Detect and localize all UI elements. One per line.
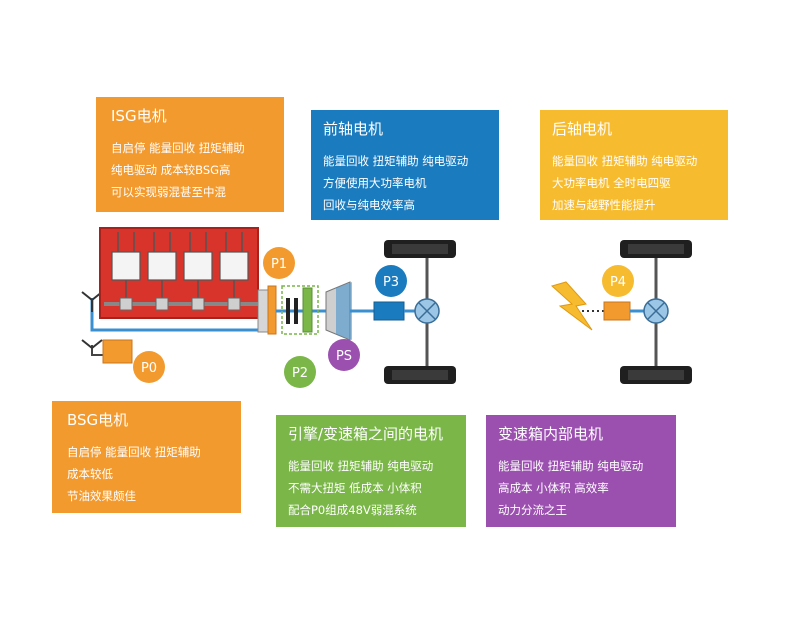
box-line: 成本较低 bbox=[67, 467, 113, 481]
front-axle-motor-box: 前轴电机 能量回收 扭矩辅助 纯电驱动 方便使用大功率电机 回收与纯电效率高 bbox=[311, 110, 499, 220]
box-line: 可以实现弱混甚至中混 bbox=[111, 185, 226, 199]
engine-gearbox-motor-box: 引擎/变速箱之间的电机 能量回收 扭矩辅助 纯电驱动 不需大扭矩 低成本 小体积… bbox=[276, 415, 466, 527]
box-title: ISG电机 bbox=[111, 107, 167, 125]
svg-text:P4: P4 bbox=[610, 275, 626, 290]
box-title: 前轴电机 bbox=[323, 120, 384, 138]
box-line: 加速与越野性能提升 bbox=[552, 198, 656, 212]
box-line: 节油效果颇佳 bbox=[67, 489, 136, 503]
box-line: 高成本 小体积 高效率 bbox=[498, 481, 609, 495]
p4-marker: P4 bbox=[602, 265, 634, 297]
svg-text:P0: P0 bbox=[141, 361, 157, 376]
box-line: 能量回收 扭矩辅助 纯电驱动 bbox=[552, 154, 698, 168]
box-line: 方便使用大功率电机 bbox=[323, 176, 427, 190]
box-line: 动力分流之王 bbox=[498, 503, 567, 517]
rear-axle-motor-box: 后轴电机 能量回收 扭矩辅助 纯电驱动 大功率电机 全时电四驱 加速与越野性能提… bbox=[540, 110, 728, 220]
box-title: BSG电机 bbox=[67, 411, 129, 429]
lightning-icon bbox=[550, 281, 593, 331]
box-line: 能量回收 扭矩辅助 纯电驱动 bbox=[288, 459, 434, 473]
svg-text:P1: P1 bbox=[271, 257, 287, 272]
svg-text:P2: P2 bbox=[292, 366, 308, 381]
bsg-motor-box: BSG电机 自启停 能量回收 扭矩辅助 成本较低 节油效果颇佳 bbox=[52, 401, 241, 513]
p3-marker: P3 bbox=[375, 265, 407, 297]
p0-marker: P0 bbox=[133, 351, 165, 383]
box-line: 能量回收 扭矩辅助 纯电驱动 bbox=[498, 459, 644, 473]
engine-block bbox=[99, 227, 259, 319]
box-line: 自启停 能量回收 扭矩辅助 bbox=[67, 445, 201, 459]
box-title: 后轴电机 bbox=[552, 120, 613, 138]
box-line: 不需大扭矩 低成本 小体积 bbox=[288, 481, 422, 495]
box-title: 变速箱内部电机 bbox=[498, 425, 604, 443]
svg-text:P3: P3 bbox=[383, 275, 399, 290]
front-axle bbox=[373, 240, 456, 384]
rear-axle bbox=[582, 240, 692, 384]
box-line: 回收与纯电效率高 bbox=[323, 198, 415, 212]
p0-belt-drive bbox=[81, 291, 258, 364]
ps-marker: PS bbox=[328, 339, 360, 371]
box-line: 纯电驱动 成本较BSG高 bbox=[111, 163, 231, 177]
box-line: 配合P0组成48V弱混系统 bbox=[288, 503, 417, 517]
isg-motor-box: ISG电机 自启停 能量回收 扭矩辅助 纯电驱动 成本较BSG高 可以实现弱混甚… bbox=[96, 97, 284, 212]
gearbox bbox=[325, 281, 376, 341]
svg-text:PS: PS bbox=[336, 349, 352, 364]
p1-flywheel-motor bbox=[257, 285, 277, 335]
p2-clutch-motor bbox=[276, 285, 330, 335]
box-line: 大功率电机 全时电四驱 bbox=[552, 176, 671, 190]
box-line: 能量回收 扭矩辅助 纯电驱动 bbox=[323, 154, 469, 168]
box-line: 自启停 能量回收 扭矩辅助 bbox=[111, 141, 245, 155]
box-title: 引擎/变速箱之间的电机 bbox=[288, 425, 444, 443]
p2-marker: P2 bbox=[284, 356, 316, 388]
p1-marker: P1 bbox=[263, 247, 295, 279]
in-gearbox-motor-box: 变速箱内部电机 能量回收 扭矩辅助 纯电驱动 高成本 小体积 高效率 动力分流之… bbox=[486, 415, 676, 527]
